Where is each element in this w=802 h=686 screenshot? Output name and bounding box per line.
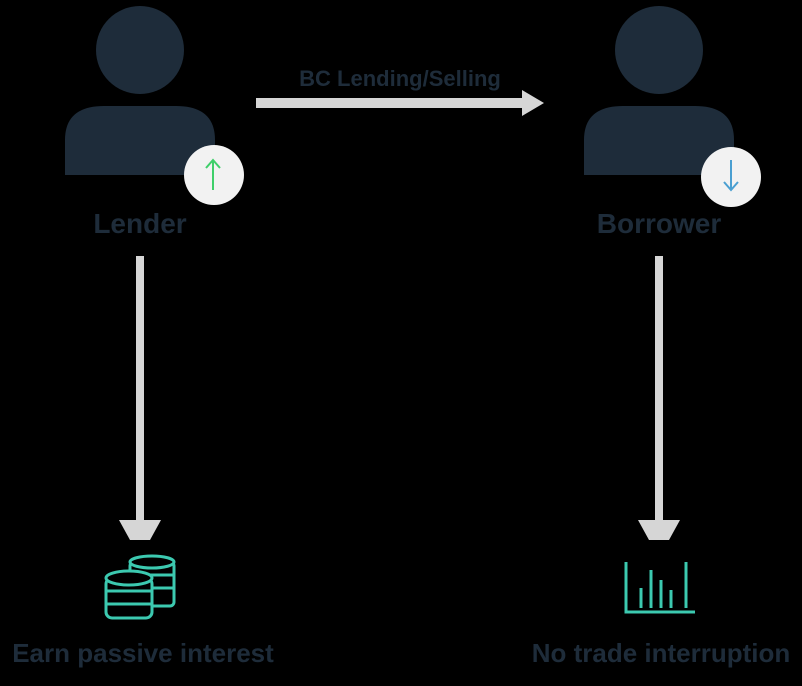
up-arrow-icon	[205, 158, 221, 190]
borrower-flow-arrow	[638, 256, 680, 540]
borrower-down-badge	[701, 147, 761, 207]
lender-label: Lender	[93, 208, 186, 239]
lender-outcome-label: Earn passive interest	[12, 638, 274, 668]
down-arrow-icon	[723, 160, 739, 192]
lender-flow-arrow	[119, 256, 161, 540]
coin-stack-icon	[104, 554, 176, 620]
borrower-label: Borrower	[597, 208, 722, 239]
transfer-label: BC Lending/Selling	[299, 66, 501, 91]
lender-up-badge	[184, 145, 244, 205]
lender-person-icon	[65, 6, 215, 175]
borrower-person-icon	[584, 6, 734, 175]
transfer-arrow	[256, 90, 544, 116]
bar-chart-icon	[624, 562, 695, 614]
borrower-outcome-label: No trade interruption	[532, 638, 791, 668]
